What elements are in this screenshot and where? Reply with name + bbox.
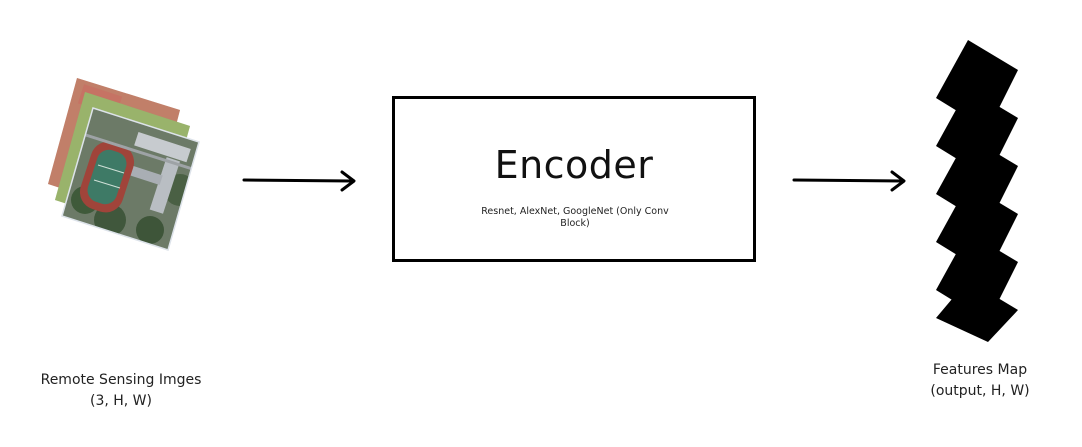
feature-label-title: Features Map [932, 362, 1028, 378]
feature-label-shape: (output, H, W) [930, 383, 1030, 399]
feature-map-stack-icon [936, 40, 1018, 342]
input-label-shape: (3, H, W) [89, 393, 152, 409]
arrow-input-to-encoder [242, 170, 356, 192]
feature-label: Features Map (output, H, W) [906, 360, 1054, 402]
feature-map-stack [928, 36, 1028, 348]
arrow-encoder-to-features [792, 170, 906, 192]
input-label: Remote Sensing Imges (3, H, W) [26, 370, 216, 412]
input-label-title: Remote Sensing Imges [40, 372, 202, 388]
encoder-title: Encoder [494, 143, 654, 187]
satellite-image-stack-icon [48, 78, 200, 251]
encoder-subtitle: Resnet, AlexNet, GoogleNet (Only Conv Bl… [481, 206, 669, 229]
encoder-block: Encoder Resnet, AlexNet, GoogleNet (Only… [392, 96, 756, 262]
remote-sensing-image-stack [40, 70, 210, 260]
